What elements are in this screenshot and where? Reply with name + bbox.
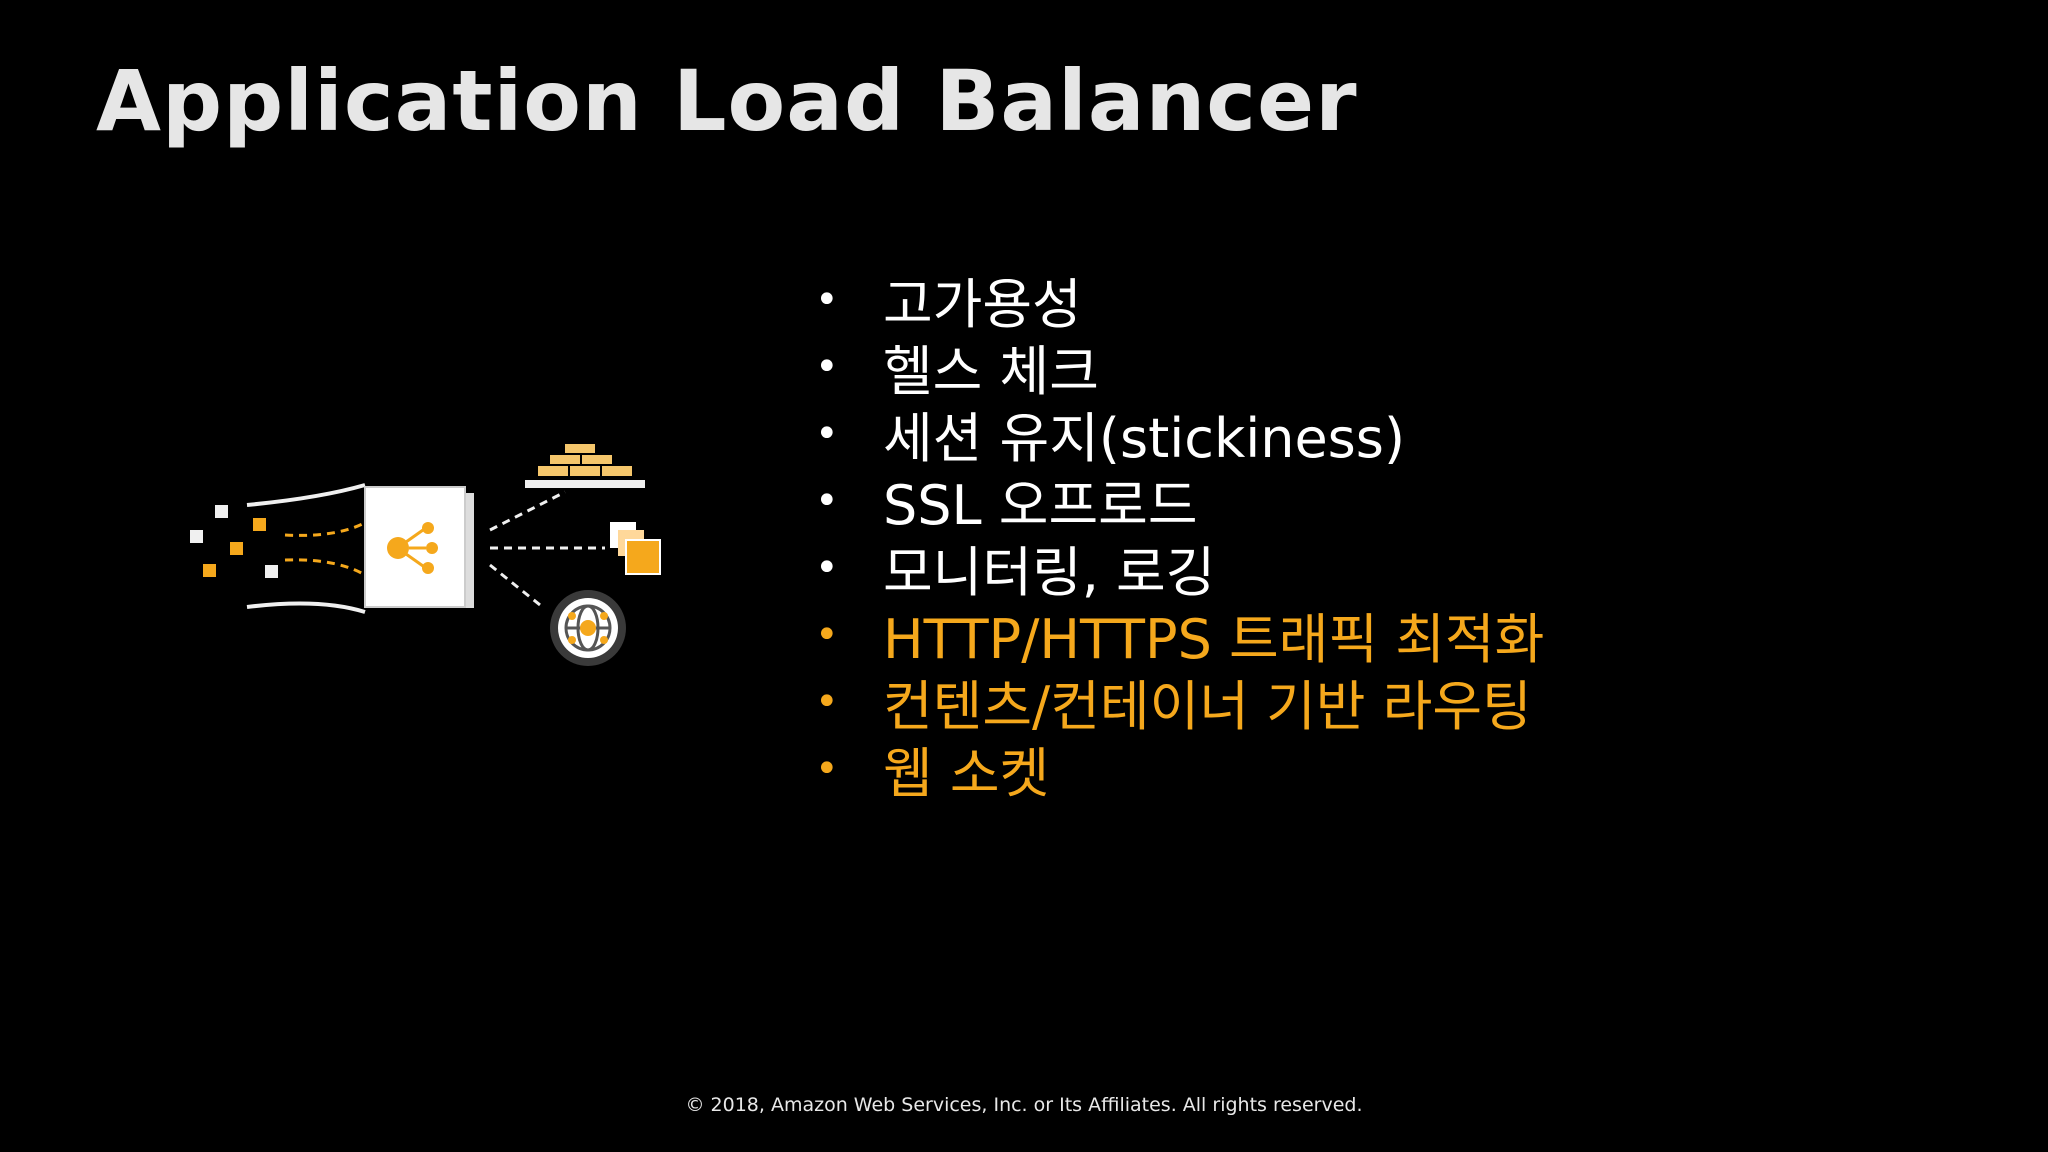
bullet-dot: • [815,678,839,725]
globe-icon [550,590,626,666]
connector-lines [489,490,605,607]
list-item: • 컨텐츠/컨테이너 기반 라우팅 [815,668,1544,738]
list-item: • 모니터링, 로깅 [815,534,1544,604]
bullet-dot: • [815,276,839,323]
bullet-text: 세션 유지(stickiness) [883,407,1406,470]
bullet-text: 컨텐츠/컨테이너 기반 라우팅 [883,675,1532,738]
slide-title: Application Load Balancer [96,52,1358,150]
bullet-text: 모니터링, 로깅 [883,541,1216,604]
list-item: • HTTP/HTTPS 트래픽 최적화 [815,601,1544,671]
bullet-text: 웹 소켓 [883,742,1050,805]
bullet-text: 헬스 체크 [883,340,1099,403]
bullet-dot: • [815,544,839,591]
copyright-footer: © 2018, Amazon Web Services, Inc. or Its… [685,1094,1363,1116]
list-item: • 고가용성 [815,266,1544,336]
bullet-dot: • [815,410,839,457]
list-item: • 헬스 체크 [815,333,1544,403]
bullet-dot: • [815,745,839,792]
bullet-text: HTTP/HTTPS 트래픽 최적화 [883,608,1545,671]
instances-icon [610,522,661,575]
list-item: • 웹 소켓 [815,735,1544,805]
list-item: • SSL 오프로드 [815,467,1544,537]
feature-list: • 고가용성 • 헬스 체크 • 세션 유지(stickiness) • SSL 오프로… [815,266,1544,805]
bullet-dot: • [815,477,839,524]
traffic-particles-icon [190,483,371,614]
load-balancer-icon [364,486,474,608]
bullet-text: SSL 오프로드 [883,474,1198,537]
database-icon [525,444,645,488]
bullet-dot: • [815,611,839,658]
bullet-text: 고가용성 [883,273,1082,336]
list-item: • 세션 유지(stickiness) [815,400,1544,470]
bullet-dot: • [815,343,839,390]
load-balancer-illustration [190,444,661,666]
